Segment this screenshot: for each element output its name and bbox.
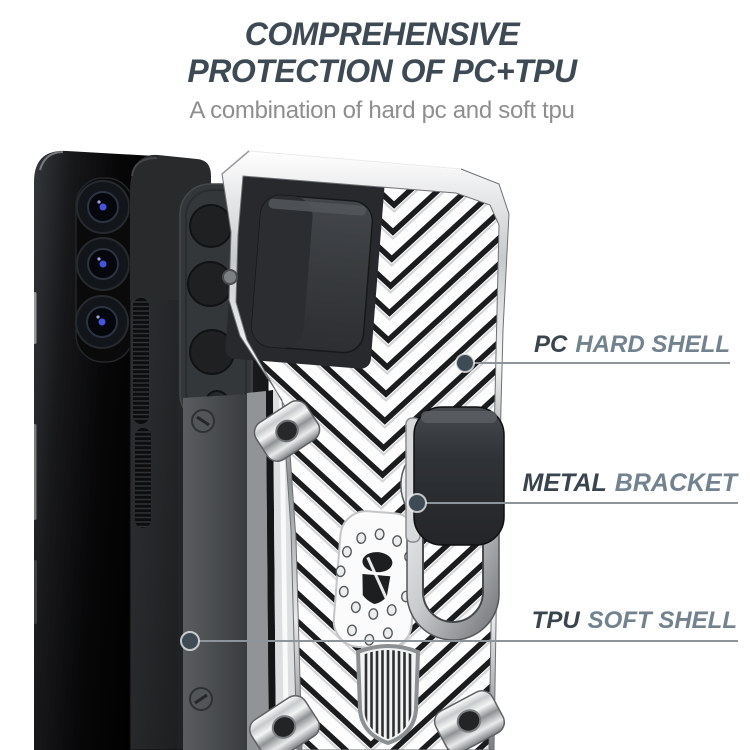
callout-leaders bbox=[180, 353, 738, 651]
camera-lens bbox=[76, 180, 130, 234]
camera-lens bbox=[75, 295, 129, 349]
page-title-line1: COMPREHENSIVE bbox=[244, 16, 520, 52]
bracket-slider bbox=[405, 406, 505, 546]
armor-case bbox=[221, 150, 510, 750]
callout-label-pc-hard-shell: PC HARD SHELL bbox=[534, 331, 730, 359]
callout-dot-tpu bbox=[180, 631, 200, 651]
callout-dot-pc bbox=[455, 353, 475, 373]
screw bbox=[189, 687, 213, 711]
frame-screw bbox=[222, 269, 238, 285]
shield-emblem bbox=[355, 644, 421, 746]
callout-label-tpu-soft-shell: TPU SOFT SHELL bbox=[532, 607, 737, 635]
corner-accent bbox=[249, 694, 321, 750]
corner-accent bbox=[433, 690, 506, 750]
header: COMPREHENSIVE PROTECTION OF PC+TPU A com… bbox=[40, 16, 724, 124]
callout-label-secondary: BRACKET bbox=[614, 469, 737, 497]
camera-lens bbox=[76, 237, 130, 291]
perforated-plate bbox=[332, 510, 420, 650]
tpu-side-rail bbox=[183, 388, 297, 750]
callout-label-secondary: HARD SHELL bbox=[575, 331, 730, 358]
page-title-line2: PROTECTION OF PC+TPU bbox=[187, 53, 577, 89]
callout-dot-metal bbox=[407, 493, 427, 513]
callout-label-primary: PC bbox=[533, 331, 568, 358]
callout-label-primary: METAL bbox=[522, 469, 607, 497]
callout-label-primary: TPU bbox=[531, 607, 580, 634]
phone-edge-highlight bbox=[33, 424, 37, 520]
volume-button-ribs bbox=[133, 298, 151, 528]
phone-edge-highlight bbox=[33, 292, 37, 344]
camera-slide-window bbox=[225, 163, 385, 369]
phone-camera-module bbox=[75, 177, 134, 363]
phone-top-glint bbox=[39, 151, 64, 171]
corner-accent bbox=[253, 400, 321, 462]
page-subtitle: A combination of hard pc and soft tpu bbox=[189, 97, 575, 124]
plate-holes bbox=[335, 528, 418, 646]
brand-emblem bbox=[362, 552, 393, 605]
screw bbox=[191, 409, 215, 433]
callout-label-secondary: SOFT SHELL bbox=[587, 607, 737, 634]
phone-edge-highlight bbox=[34, 560, 37, 624]
armor-chrome-frame bbox=[221, 150, 510, 750]
